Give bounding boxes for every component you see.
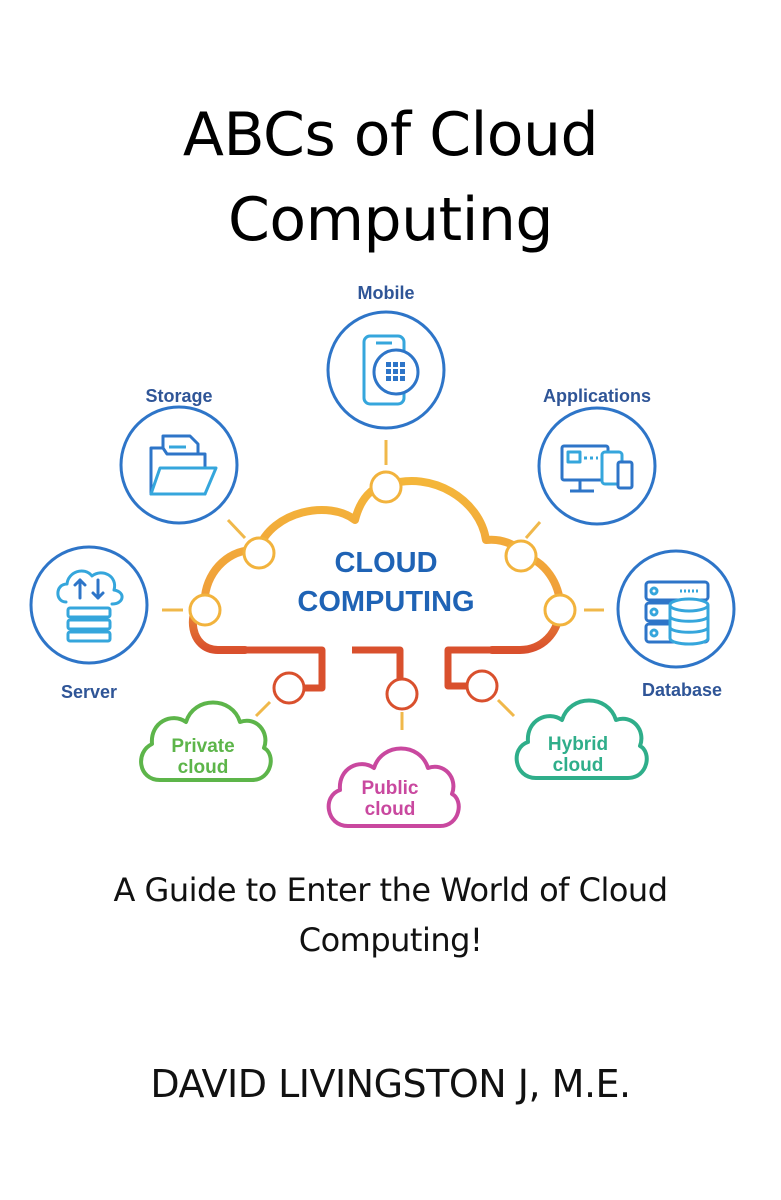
connector-public (352, 646, 404, 680)
server-node-circle (29, 545, 149, 665)
cloud-junction-nodes (188, 470, 577, 627)
private-cloud-shape (139, 700, 273, 782)
book-subtitle-line-1: A Guide to Enter the World of Cloud (113, 871, 668, 909)
private-cloud-label-line-1: Private (171, 736, 234, 757)
mobile-phone-icon (362, 334, 420, 406)
cloud-computing-diagram: CLOUD COMPUTING Mobile Storage Applicati… (29, 283, 736, 828)
applications-node-circle (537, 406, 657, 526)
public-cloud-label-line-2: cloud (365, 799, 416, 820)
book-subtitle-line-2: Computing! (298, 921, 483, 959)
cloud-computing-label-line-2: COMPUTING (297, 586, 474, 618)
connector-private (245, 646, 326, 692)
private-cloud-label-line-2: cloud (178, 757, 229, 778)
cloud-server-icon (56, 569, 124, 643)
hybrid-cloud-label-line-1: Hybrid (548, 734, 608, 755)
public-cloud-shape (326, 746, 461, 828)
folder-document-icon (149, 434, 218, 496)
book-title-line-2: Computing (228, 185, 553, 255)
connector-hybrid (444, 646, 492, 690)
storage-label: Storage (145, 386, 212, 406)
public-cloud-label-line-1: Public (361, 778, 418, 799)
applications-label: Applications (543, 386, 651, 406)
database-icon (644, 580, 710, 646)
hybrid-cloud-shape (514, 698, 649, 780)
database-label: Database (642, 680, 722, 700)
mobile-label: Mobile (358, 283, 415, 303)
cloud-type-junction-nodes (272, 669, 499, 711)
cloud-computing-label-line-1: CLOUD (334, 547, 437, 579)
hybrid-cloud-label-line-2: cloud (553, 755, 604, 776)
author-name: DAVID LIVINGSTON J, M.E. (150, 1062, 631, 1106)
book-title-line-1: ABCs of Cloud (182, 100, 599, 170)
server-label: Server (61, 682, 117, 702)
node-connector-lines (162, 440, 604, 730)
desktop-devices-icon (560, 444, 634, 493)
